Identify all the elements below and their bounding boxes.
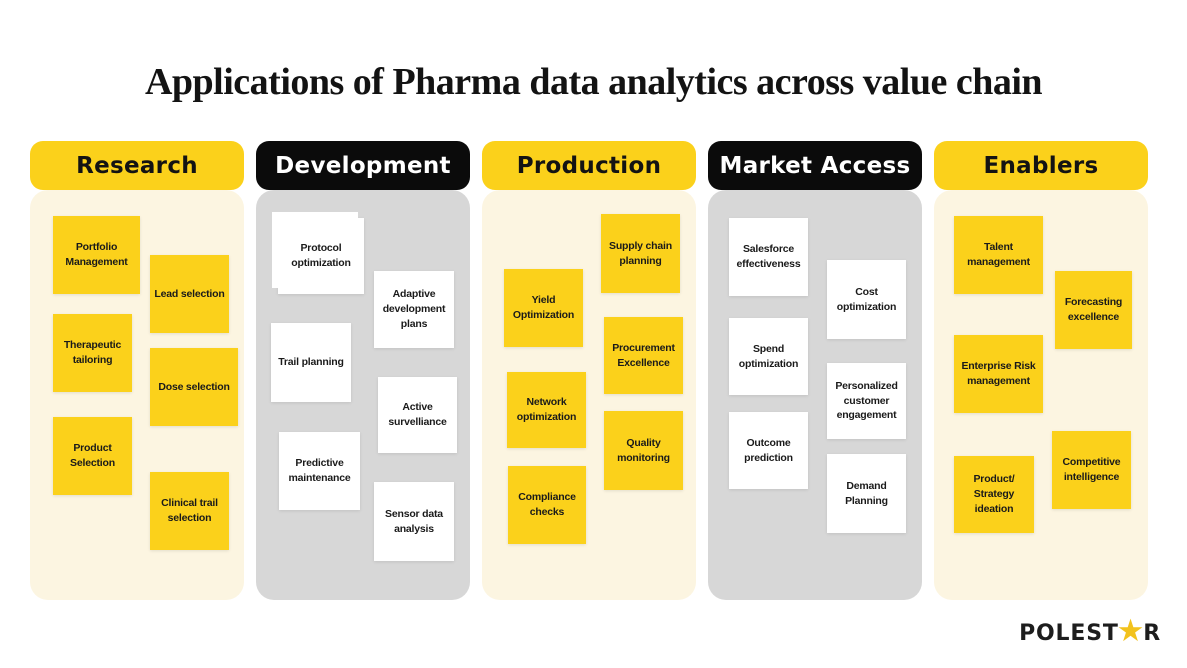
card-demand-planning: Demand Planning: [827, 454, 906, 533]
card-trail-planning: Trail planning: [271, 323, 351, 402]
card-therapeutic-tailoring: Therapeutic tailoring: [53, 314, 132, 392]
card-salesforce-effectiveness: Salesforce effectiveness: [729, 218, 808, 296]
card-procurement-excellence: Procurement Excellence: [604, 317, 683, 394]
card-enterprise-risk-management: Enterprise Risk management: [954, 335, 1043, 413]
logo-text-prefix: POLEST: [1019, 620, 1119, 646]
card-outcome-prediction: Outcome prediction: [729, 412, 808, 489]
card-talent-management: Talent management: [954, 216, 1043, 294]
card-protocol-optimization: Protocol optimization: [272, 212, 364, 294]
card-personalized-customer-engagement: Personalized customer engagement: [827, 363, 906, 439]
card-competitive-intelligence: Competitive intelligence: [1052, 431, 1131, 509]
card-quality-monitoring: Quality monitoring: [604, 411, 683, 490]
column-header-market-access: Market Access: [708, 141, 922, 190]
card-compliance-checks: Compliance checks: [508, 466, 586, 544]
column-header-production: Production: [482, 141, 696, 190]
card-lead-selection: Lead selection: [150, 255, 229, 333]
logo-text-suffix: R: [1143, 620, 1161, 646]
column-header-research: Research: [30, 141, 244, 190]
card-portfolio-management: Portfolio Management: [53, 216, 140, 294]
card-sensor-data-analysis: Sensor data analysis: [374, 482, 454, 561]
card-yield-optimization: Yield Optimization: [504, 269, 583, 347]
card-cost-optimization: Cost optimization: [827, 260, 906, 339]
card-active-survelliance: Active survelliance: [378, 377, 457, 453]
card-clinical-trail-selection: Clinical trail selection: [150, 472, 229, 550]
card-network-optimization: Network optimization: [507, 372, 586, 448]
card-dose-selection: Dose selection: [150, 348, 238, 426]
column-header-development: Development: [256, 141, 470, 190]
card-spend-optimization: Spend optimization: [729, 318, 808, 395]
card-forecasting-excellence: Forecasting excellence: [1055, 271, 1132, 349]
column-header-enablers: Enablers: [934, 141, 1148, 190]
card-supply-chain-planning: Supply chain planning: [601, 214, 680, 293]
brand-logo: POLEST★R: [1019, 612, 1161, 650]
star-icon: ★: [1116, 612, 1146, 649]
card-product-strategy-ideation: Product/ Strategy ideation: [954, 456, 1034, 533]
card-predictive-maintenance: Predictive maintenance: [279, 432, 360, 510]
card-adaptive-development-plans: Adaptive development plans: [374, 271, 454, 348]
card-product-selection: Product Selection: [53, 417, 132, 495]
page-title: Applications of Pharma data analytics ac…: [144, 61, 1043, 103]
